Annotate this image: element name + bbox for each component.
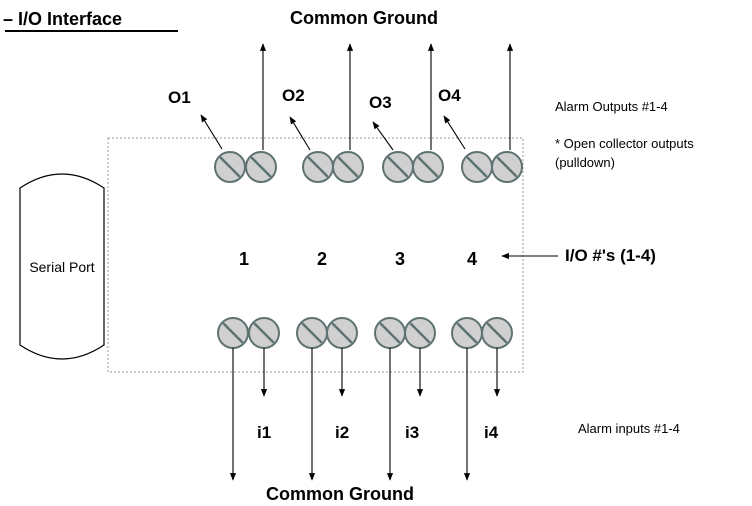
open-collector-note-line1: * Open collector outputs bbox=[555, 136, 694, 151]
channel-number-1: 1 bbox=[239, 249, 249, 269]
channel-number-4: 4 bbox=[467, 249, 477, 269]
channel-number-3: 3 bbox=[395, 249, 405, 269]
output-arrow-o4 bbox=[443, 115, 466, 150]
alarm-outputs-label: Alarm Outputs #1-4 bbox=[555, 99, 668, 114]
input-label-i2: i2 bbox=[335, 423, 349, 442]
output-terminal-block-4 bbox=[461, 151, 523, 183]
top-common-ground-label: Common Ground bbox=[290, 8, 438, 28]
output-terminal-block-1 bbox=[214, 151, 277, 183]
alarm-inputs-label: Alarm inputs #1-4 bbox=[578, 421, 680, 436]
serial-port-label: Serial Port bbox=[29, 259, 94, 275]
output-label-o3: O3 bbox=[369, 93, 392, 112]
input-terminal-block-3 bbox=[374, 317, 436, 349]
open-collector-note-line2: (pulldown) bbox=[555, 155, 615, 170]
output-terminal-block-2 bbox=[302, 151, 364, 183]
output-terminal-block-3 bbox=[382, 151, 444, 183]
output-arrow-o1 bbox=[200, 114, 223, 150]
io-numbers-label: I/O #'s (1-4) bbox=[565, 246, 656, 265]
board-outline bbox=[107, 137, 524, 373]
input-terminal-block-4 bbox=[451, 317, 513, 349]
input-terminal-block-1 bbox=[217, 317, 280, 349]
bottom-common-ground-label: Common Ground bbox=[266, 484, 414, 504]
output-label-o4: O4 bbox=[438, 86, 461, 105]
serial-port-connector bbox=[19, 173, 105, 360]
input-label-i1: i1 bbox=[257, 423, 271, 442]
input-label-i4: i4 bbox=[484, 423, 499, 442]
input-label-i3: i3 bbox=[405, 423, 419, 442]
diagram-title: – I/O Interface bbox=[3, 9, 122, 29]
output-label-o2: O2 bbox=[282, 86, 305, 105]
output-arrow-o2 bbox=[289, 116, 311, 151]
output-label-o1: O1 bbox=[168, 88, 191, 107]
output-arrow-o3 bbox=[372, 121, 394, 151]
input-terminal-block-2 bbox=[296, 317, 358, 349]
channel-number-2: 2 bbox=[317, 249, 327, 269]
